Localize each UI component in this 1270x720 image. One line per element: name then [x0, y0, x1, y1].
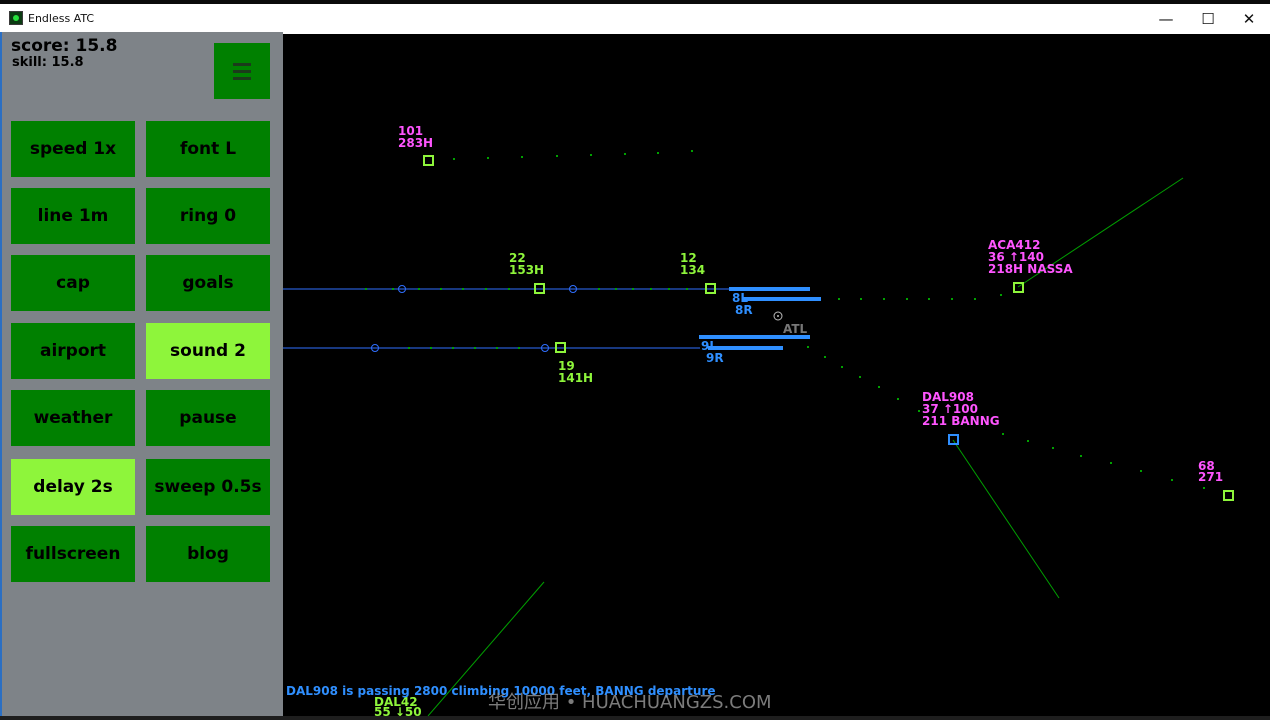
- window-bottom-border: [0, 716, 1270, 720]
- skill-display: skill: 15.8: [12, 55, 84, 70]
- app-icon: [9, 11, 23, 25]
- window-title: Endless ATC: [28, 12, 95, 25]
- delay-button[interactable]: delay 2s: [11, 459, 135, 515]
- aircraft-label-line1: DAL908: [922, 390, 974, 404]
- runway-label-8r: 8R: [735, 303, 753, 317]
- hamburger-icon: [233, 61, 251, 82]
- aircraft-label-line2: 55 ↓50: [374, 705, 422, 716]
- goals-button[interactable]: goals: [146, 255, 270, 311]
- minimize-button[interactable]: —: [1158, 10, 1174, 28]
- aircraft-label-line3: 211 BANNG: [922, 414, 1000, 428]
- sound-button[interactable]: sound 2: [146, 323, 270, 379]
- aircraft-target-12[interactable]: [705, 283, 716, 294]
- approach-fix: [569, 285, 577, 293]
- font-button[interactable]: font L: [146, 121, 270, 177]
- aircraft-label-line1: 12: [680, 251, 697, 265]
- fullscreen-button[interactable]: fullscreen: [11, 526, 135, 582]
- aircraft-target-19[interactable]: [555, 342, 566, 353]
- aircraft-label-line2: 153H: [509, 263, 544, 277]
- runway-label-9l: 9L: [701, 339, 717, 353]
- aircraft-target-101[interactable]: [423, 155, 434, 166]
- weather-button[interactable]: weather: [11, 390, 135, 446]
- airport-button[interactable]: airport: [11, 323, 135, 379]
- aircraft-target-68[interactable]: [1223, 490, 1234, 501]
- aircraft-label-line2: 37 ↑100: [922, 402, 978, 416]
- vector-line-dal42: [427, 581, 545, 716]
- runway-label-9r: 9R: [706, 351, 724, 365]
- trail-aca412: [838, 294, 1002, 300]
- maximize-button[interactable]: ☐: [1201, 10, 1215, 28]
- aircraft-label-line2: 283H: [398, 136, 433, 150]
- trail-19: [408, 347, 520, 349]
- aircraft-label-line3: 218H NASSA: [988, 262, 1073, 276]
- approach-fix: [398, 285, 406, 293]
- aircraft-label-line1: 68: [1198, 459, 1215, 473]
- aircraft-label-line2: 271: [1198, 470, 1223, 484]
- airport-beacon-icon: [773, 311, 783, 321]
- ring-button[interactable]: ring 0: [146, 188, 270, 244]
- airport-beacon-center: [777, 315, 779, 317]
- line-button[interactable]: line 1m: [11, 188, 135, 244]
- aircraft-label-line1: 22: [509, 251, 526, 265]
- blog-button[interactable]: blog: [146, 526, 270, 582]
- menu-button[interactable]: [214, 43, 270, 99]
- trail-22: [365, 288, 510, 290]
- runway-label-8l: 8L: [732, 291, 748, 305]
- aircraft-label-line1: 101: [398, 124, 423, 138]
- radar-scope[interactable]: 8L 8R 9L 9R ATL 101 283H 22 153H 12 134 …: [283, 32, 1270, 716]
- watermark: 华创应用 • HUACHUANGZS.COM: [488, 692, 772, 713]
- approach-fix: [541, 344, 549, 352]
- trail-12: [598, 288, 688, 290]
- vector-line-aca412: [1017, 177, 1184, 288]
- aircraft-target-dal908[interactable]: [948, 434, 959, 445]
- approach-fix: [371, 344, 379, 352]
- close-button[interactable]: ✕: [1242, 10, 1256, 28]
- aircraft-label-line1: 19: [558, 359, 575, 373]
- status-message: DAL908 is passing 2800 climbing 10000 fe…: [286, 684, 716, 698]
- aircraft-label-line2: 36 ↑140: [988, 250, 1044, 264]
- aircraft-label-line2: 134: [680, 263, 705, 277]
- vector-line-dal908: [952, 439, 1060, 599]
- speed-button[interactable]: speed 1x: [11, 121, 135, 177]
- trail-101: [453, 150, 693, 160]
- pause-button[interactable]: pause: [146, 390, 270, 446]
- aircraft-label-line1: ACA412: [988, 238, 1040, 252]
- trail-68: [1002, 433, 1205, 489]
- trail-dal908: [807, 346, 920, 412]
- window-titlebar: Endless ATC — ☐ ✕: [0, 0, 1270, 34]
- aircraft-label-line1: DAL42: [374, 695, 418, 709]
- aircraft-label-line2: 141H: [558, 371, 593, 385]
- cap-button[interactable]: cap: [11, 255, 135, 311]
- sweep-button[interactable]: sweep 0.5s: [146, 459, 270, 515]
- airport-code: ATL: [783, 322, 808, 336]
- score-display: score: 15.8: [11, 36, 118, 56]
- aircraft-target-22[interactable]: [534, 283, 545, 294]
- aircraft-target-aca412[interactable]: [1013, 282, 1024, 293]
